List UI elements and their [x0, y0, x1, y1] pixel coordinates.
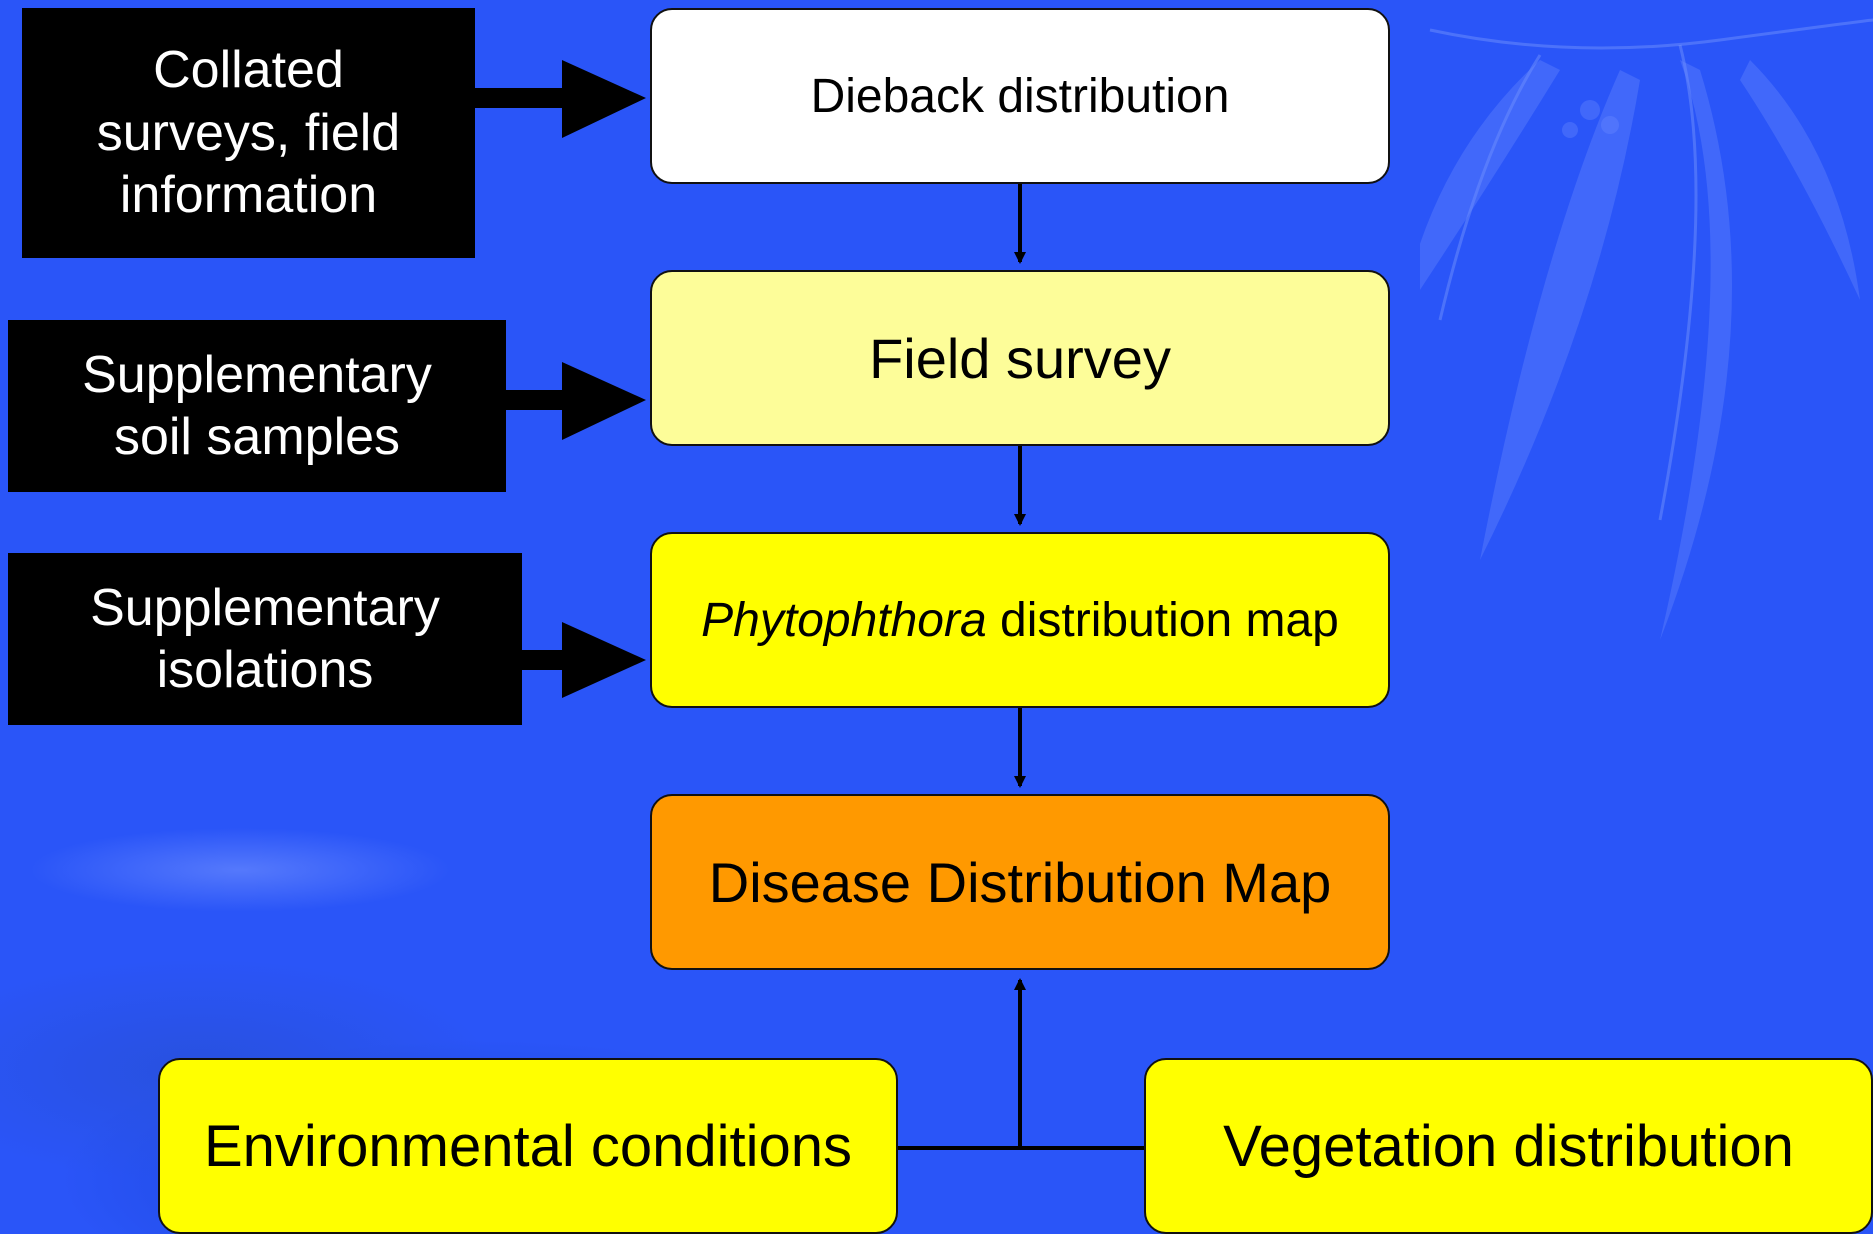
- source-collated-line-3: information: [119, 166, 378, 225]
- source-collated-line-2: surveys, field: [96, 103, 401, 162]
- phytophthora-map-box: Phytophthora distribution map: [650, 532, 1390, 708]
- vegetation-distribution-box: Vegetation distribution: [1144, 1058, 1873, 1234]
- eucalyptus-leaves-decoration: [1420, 18, 1873, 640]
- source-soil-line-2: soil samples: [113, 408, 401, 466]
- source-isolations-line-1: Supplementary: [90, 578, 440, 637]
- phytophthora-italic-label: Phytophthora: [701, 593, 987, 647]
- source-isolations: Supplementary isolations: [8, 553, 522, 725]
- phytophthora-rest-label: distribution map: [986, 593, 1339, 647]
- source-collated-surveys: Collated surveys, field information: [22, 8, 475, 258]
- environmental-conditions-label: Environmental conditions: [203, 1113, 853, 1179]
- source-soil-line-1: Supplementary: [82, 345, 432, 404]
- dieback-distribution-label: Dieback distribution: [810, 69, 1230, 123]
- disease-distribution-map-label: Disease Distribution Map: [708, 850, 1332, 914]
- source-collated-line-1: Collated: [153, 41, 344, 100]
- environmental-conditions-box: Environmental conditions: [158, 1058, 898, 1234]
- field-survey-box: Field survey: [650, 270, 1390, 446]
- field-survey-label: Field survey: [869, 326, 1171, 390]
- source-soil-samples: Supplementary soil samples: [8, 320, 506, 492]
- source-isolations-line-2: isolations: [156, 641, 374, 699]
- disease-distribution-map-box: Disease Distribution Map: [650, 794, 1390, 970]
- dieback-distribution-box: Dieback distribution: [650, 8, 1390, 184]
- vegetation-distribution-label: Vegetation distribution: [1223, 1113, 1794, 1179]
